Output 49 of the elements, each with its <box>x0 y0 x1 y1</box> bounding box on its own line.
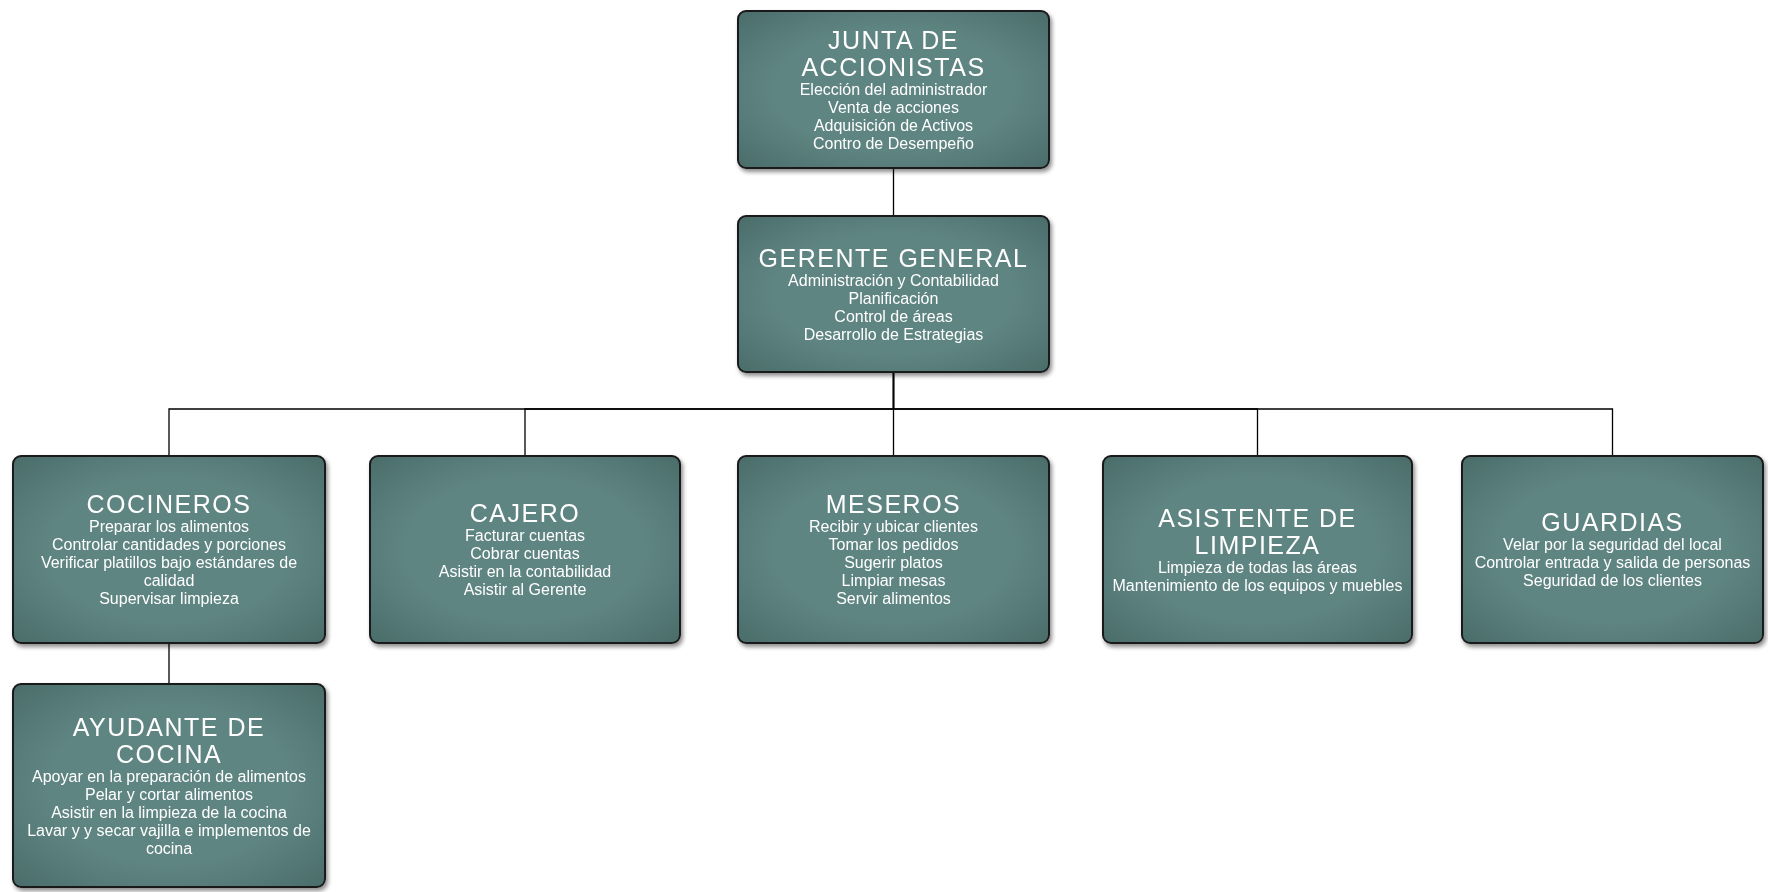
role-title: MESEROS <box>825 491 962 518</box>
org-box <box>12 683 326 888</box>
connector-line <box>168 643 170 684</box>
duty-text: Seguridad de los clientes <box>1523 572 1702 590</box>
duty-text: Asistir en la contabilidad <box>438 563 612 581</box>
role-title: CAJERO <box>469 500 581 527</box>
duty-text: Cobrar cuentas <box>470 545 580 563</box>
duty-text: Asistir al Gerente <box>463 581 587 599</box>
duty-text: Verificar platillos bajo estándares de calidad <box>39 554 299 590</box>
org-box <box>12 455 326 644</box>
duty-text: Facturar cuentas <box>464 527 586 545</box>
duty-text: Controlar entrada y salida de personas <box>1474 554 1751 572</box>
duty-text: Recibir y ubicar clientes <box>809 518 978 536</box>
connector-line <box>892 168 895 216</box>
duty-text: Elección del administrador <box>799 80 988 99</box>
role-title: ASISTENTE DE LIMPIEZA <box>1157 504 1358 559</box>
duty-text: Planificación <box>848 289 939 308</box>
duty-text: Preparar los alimentos <box>88 518 250 536</box>
duty-text: Adquisición de Activos <box>813 116 974 135</box>
role-title: COCINEROS <box>86 491 252 518</box>
duty-text: Asistir en la limpieza de la cocina <box>51 803 287 822</box>
duty-text: Control de áreas <box>834 307 953 326</box>
connector-line <box>892 372 1614 456</box>
role-title: GERENTE GENERAL <box>758 244 1029 272</box>
org-box <box>369 455 681 644</box>
duty-text: Supervisar limpieza <box>99 590 239 608</box>
org-box <box>737 215 1050 373</box>
org-box <box>737 10 1050 169</box>
duty-text: Tomar los pedidos <box>828 536 959 554</box>
duty-text: Servir alimentos <box>836 590 951 608</box>
duty-text: Administración y Contabilidad <box>788 271 999 290</box>
role-title: GUARDIAS <box>1541 509 1684 536</box>
duty-text: Contro de Desempeño <box>813 134 974 153</box>
duty-text: Controlar cantidades y porciones <box>52 536 286 554</box>
duty-text: Apoyar en la preparación de alimentos <box>32 767 306 786</box>
org-box <box>737 455 1050 644</box>
duty-text: Limpieza de todas las áreas <box>1157 558 1358 577</box>
org-box <box>1461 455 1764 644</box>
duty-text: Venta de acciones <box>828 98 959 117</box>
duty-text: Sugerir platos <box>844 554 943 572</box>
role-title: AYUDANTE DE COCINA <box>71 713 267 768</box>
role-title: JUNTA DE ACCIONISTAS <box>800 26 987 81</box>
duty-text: Limpiar mesas <box>841 572 946 590</box>
duty-text: Mantenimiento de los equipos y muebles <box>1112 576 1403 595</box>
duty-text: Desarrollo de Estrategias <box>803 325 984 344</box>
duty-text: Pelar y cortar alimentos <box>84 785 254 804</box>
duty-text: Lavar y y secar vajilla e implementos de cocina <box>26 821 312 858</box>
duty-text: Velar por la seguridad del local <box>1503 536 1722 554</box>
org-box <box>1102 455 1413 644</box>
